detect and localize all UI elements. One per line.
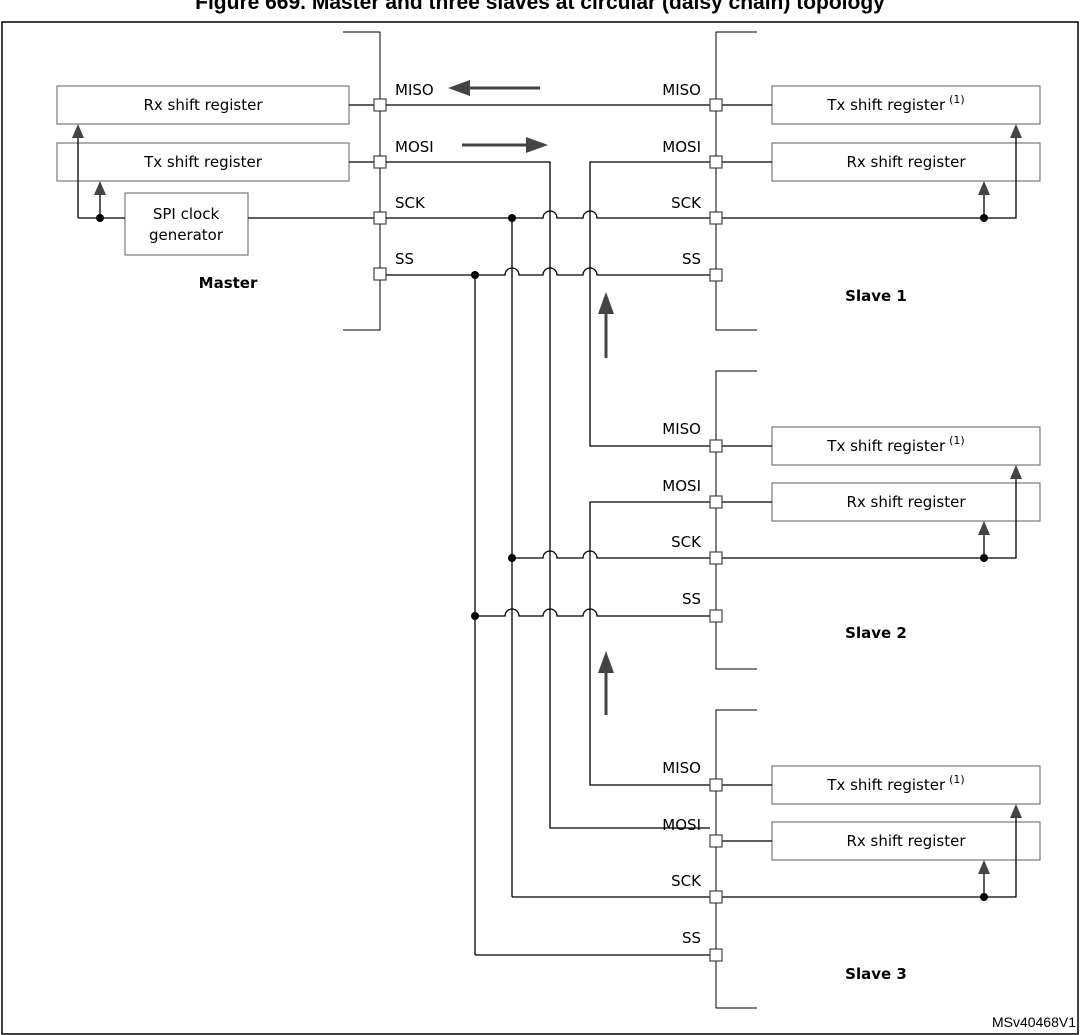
- master-sck-label: SCK: [395, 194, 426, 212]
- slave-3-ss-pin: [709, 948, 723, 962]
- slave-1-mosi-label: MOSI: [662, 138, 701, 156]
- slave-3-mosi-label: MOSI: [662, 816, 701, 834]
- slave-2-mosi-pin: [709, 495, 723, 509]
- slave-1-label: Slave 1: [845, 287, 907, 305]
- slave-1-device: Tx shift register(1) Rx shift register M…: [662, 31, 1041, 331]
- spi-bus-wiring: [386, 80, 710, 956]
- master-label: Master: [199, 274, 258, 292]
- figure-title: Figure 669. Master and three slaves at c…: [195, 0, 885, 14]
- slave-2-tx-register: [771, 426, 1041, 466]
- slave-3-tx-register: [771, 765, 1041, 805]
- spi-clock-generator: [124, 192, 249, 256]
- slave-3-miso-pin: [709, 778, 723, 792]
- slave-2-ss-label: SS: [682, 590, 701, 608]
- slave-3-tx-register-label: Tx shift register(1): [826, 773, 964, 794]
- slave-2-miso-label: MISO: [662, 420, 701, 438]
- slave-3-label: Slave 3: [845, 965, 907, 983]
- slave-1-rx-register: [771, 142, 1041, 182]
- slave-3-device: Tx shift register(1) Rx shift register M…: [662, 709, 1041, 1009]
- spi-clock-generator-line1: SPI clock: [153, 205, 220, 223]
- master-mosi-pin: [373, 155, 387, 169]
- slave-1-miso-pin: [709, 98, 723, 112]
- slave-2-rx-register: [771, 482, 1041, 522]
- slave-1-rx-register-label: Rx shift register: [846, 153, 966, 171]
- master-device: Rx shift register Tx shift register SPI …: [56, 31, 434, 331]
- master-rx-register: [56, 85, 350, 125]
- slave-1-tx-register-label: Tx shift register(1): [826, 93, 964, 114]
- master-miso-label: MISO: [395, 81, 434, 99]
- master-ss-pin: [373, 267, 387, 281]
- slave-2-rx-register-label: Rx shift register: [846, 493, 966, 511]
- slave-3-sck-pin: [709, 890, 723, 904]
- master-sck-pin: [373, 211, 387, 225]
- master-tx-register: [56, 142, 350, 182]
- master-miso-pin: [373, 98, 387, 112]
- master-tx-register-label: Tx shift register: [143, 153, 263, 171]
- slave-1-ss-pin: [709, 268, 723, 282]
- slave-2-mosi-label: MOSI: [662, 477, 701, 495]
- slave-2-tx-register-label: Tx shift register(1): [826, 434, 964, 455]
- master-rx-register-label: Rx shift register: [143, 96, 263, 114]
- spi-clock-generator-line2: generator: [149, 226, 224, 244]
- slave-1-ss-label: SS: [682, 250, 701, 268]
- slave-3-rx-register-label: Rx shift register: [846, 832, 966, 850]
- slave-1-sck-label: SCK: [671, 194, 702, 212]
- slave-2-device: Tx shift register(1) Rx shift register M…: [662, 370, 1041, 670]
- figure-frame: [1, 21, 1079, 1035]
- slave-3-ss-label: SS: [682, 929, 701, 947]
- slave-1-tx-register: [771, 85, 1041, 125]
- slave-1-sck-pin: [709, 211, 723, 225]
- slave-1-mosi-pin: [709, 155, 723, 169]
- slave-1-miso-label: MISO: [662, 81, 701, 99]
- master-ss-label: SS: [395, 250, 414, 268]
- slave-3-mosi-pin: [709, 834, 723, 848]
- master-mosi-label: MOSI: [395, 138, 434, 156]
- slave-2-ss-pin: [709, 609, 723, 623]
- slave-2-miso-pin: [709, 439, 723, 453]
- slave-2-sck-pin: [709, 551, 723, 565]
- slave-2-label: Slave 2: [845, 624, 907, 642]
- slave-3-miso-label: MISO: [662, 759, 701, 777]
- figure-reference: MSv40468V1: [992, 1014, 1076, 1030]
- slave-3-sck-label: SCK: [671, 872, 702, 890]
- slave-2-sck-label: SCK: [671, 533, 702, 551]
- slave-3-rx-register: [771, 821, 1041, 861]
